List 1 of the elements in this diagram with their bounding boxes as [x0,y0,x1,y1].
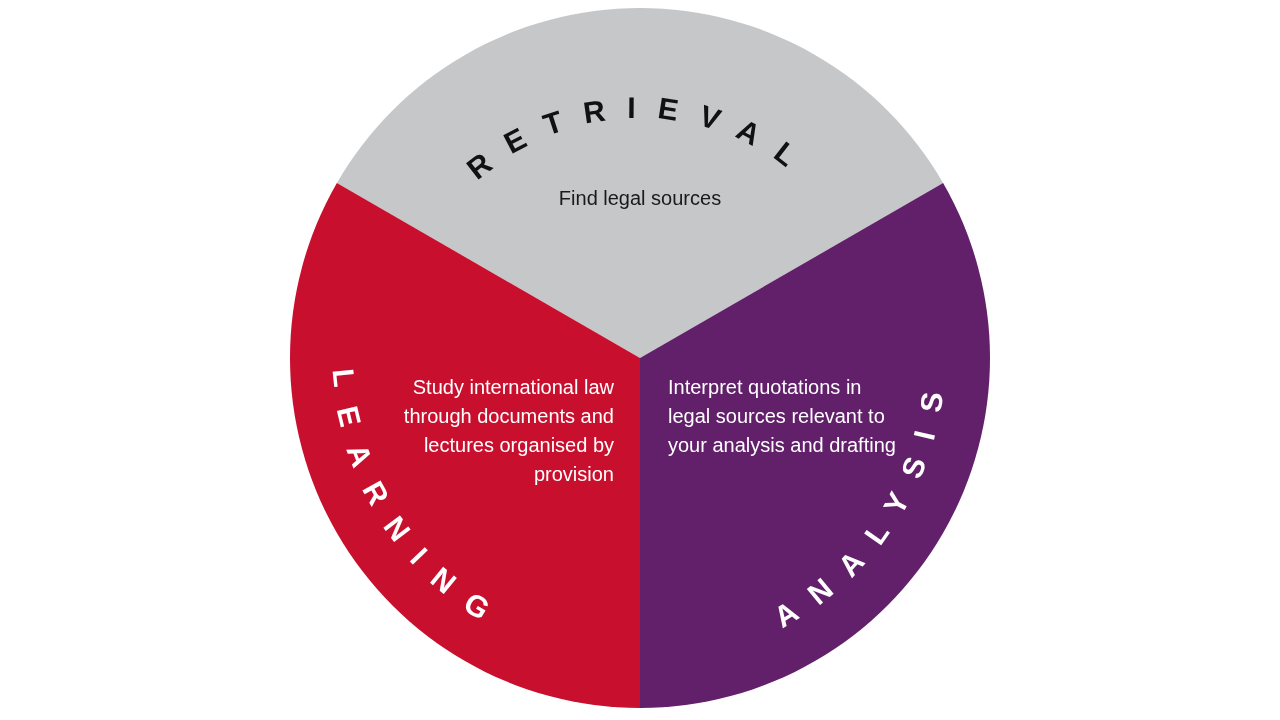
sector-description: Find legal sources [557,186,723,211]
